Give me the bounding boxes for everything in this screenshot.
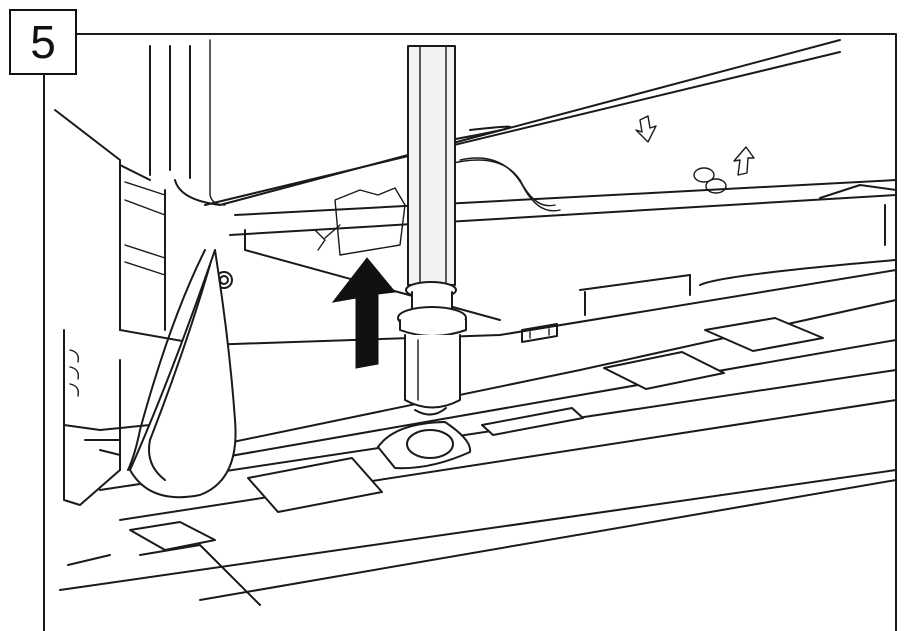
down-arrow-icon xyxy=(635,115,657,143)
bracket-symbol xyxy=(521,323,558,343)
hose-strap xyxy=(127,249,237,499)
hinge-mechanism xyxy=(63,271,233,506)
upper-panel xyxy=(174,39,897,321)
middle-rail xyxy=(149,259,897,471)
step-number-box: 5 xyxy=(9,9,77,75)
bottom-tray xyxy=(59,317,897,606)
frame xyxy=(43,33,897,631)
drain-opening xyxy=(377,421,472,470)
step-number: 5 xyxy=(30,16,56,68)
up-arrow-icon xyxy=(331,257,396,369)
hose-pipe xyxy=(397,45,467,416)
panel-clip xyxy=(314,187,406,256)
unlock-arrow-icon xyxy=(693,146,755,194)
